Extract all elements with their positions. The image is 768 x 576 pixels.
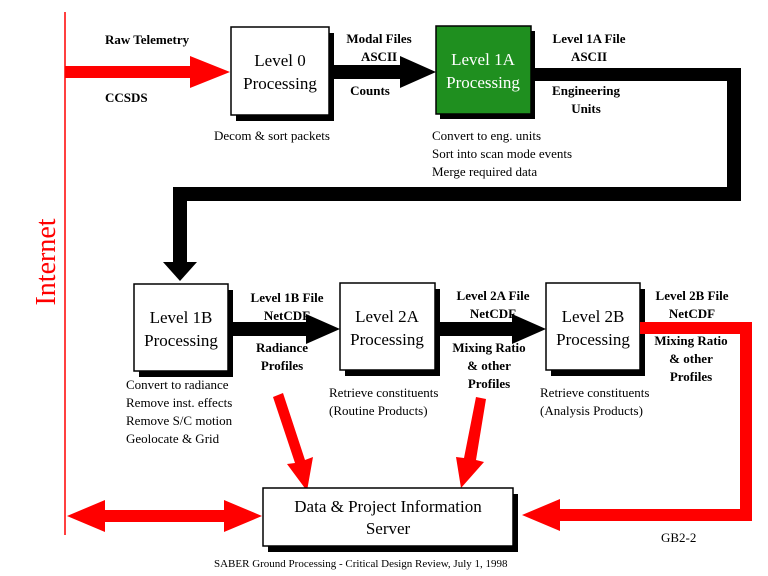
level-1a-note-2: Sort into scan mode events — [432, 146, 572, 161]
level-1a-box: Level 1A Processing — [435, 25, 535, 119]
level-1b-file-label: Level 1B File — [251, 290, 324, 305]
telemetry-input-arrow — [65, 56, 230, 88]
l2b-to-server-arrow — [522, 322, 752, 531]
footer-caption: SABER Ground Processing - Critical Desig… — [214, 558, 508, 570]
level-1a-ascii-label: ASCII — [571, 49, 607, 64]
level-2b-title: Level 2B — [562, 307, 625, 326]
l0-to-l1a-arrow — [334, 56, 436, 88]
level-1b-note-3: Remove S/C motion — [126, 413, 233, 428]
modal-files-label: Modal Files — [346, 31, 411, 46]
l2a-to-server-arrow — [456, 397, 486, 488]
level-2a-note-2: (Routine Products) — [329, 403, 428, 418]
level-2b-note-1: Retrieve constituents — [540, 385, 649, 400]
level-1b-note-1: Convert to radiance — [126, 377, 229, 392]
level-2b-file-label: Level 2B File — [656, 288, 729, 303]
engineering-label: Engineering — [552, 83, 620, 98]
internet-server-double-arrow — [67, 500, 262, 532]
level-2b-note-2: (Analysis Products) — [540, 403, 643, 418]
raw-telemetry-label: Raw Telemetry — [105, 32, 190, 47]
level-0-subtitle: Processing — [243, 74, 317, 93]
level-1b-note-4: Geolocate & Grid — [126, 431, 220, 446]
level-1a-note-3: Merge required data — [432, 164, 537, 179]
modal-ascii-label: ASCII — [361, 49, 397, 64]
units-label: Units — [571, 101, 601, 116]
level-1a-file-label: Level 1A File — [553, 31, 626, 46]
level-2a-note-1: Retrieve constituents — [329, 385, 438, 400]
server-title: Data & Project Information — [294, 497, 482, 516]
level-2b-netcdf-label: NetCDF — [669, 306, 715, 321]
level-2a-mixing-label: Mixing Ratio — [452, 340, 525, 355]
ccsds-label: CCSDS — [105, 90, 148, 105]
level-2a-file-label: Level 2A File — [457, 288, 530, 303]
level-2a-other-label: & other — [467, 358, 511, 373]
level-0-note: Decom & sort packets — [214, 128, 330, 143]
l1b-to-l2a-arrow — [233, 314, 340, 344]
reference-code: GB2-2 — [661, 530, 696, 545]
level-2a-netcdf-label: NetCDF — [470, 306, 516, 321]
level-2a-subtitle: Processing — [350, 330, 424, 349]
level-2b-subtitle: Processing — [556, 330, 630, 349]
level-1a-note-1: Convert to eng. units — [432, 128, 541, 143]
server-box: Data & Project Information Server — [262, 487, 518, 552]
level-2a-box: Level 2A Processing — [339, 282, 440, 376]
level-0-box: Level 0 Processing — [230, 26, 334, 121]
level-2b-mixing-label: Mixing Ratio — [654, 333, 727, 348]
level-1b-note-2: Remove inst. effects — [126, 395, 232, 410]
server-subtitle: Server — [366, 519, 411, 538]
internet-label: Internet — [31, 218, 62, 305]
level-1a-title: Level 1A — [451, 50, 515, 69]
level-0-title: Level 0 — [254, 51, 305, 70]
l1b-to-server-arrow — [273, 393, 313, 491]
level-1a-subtitle: Processing — [446, 73, 520, 92]
counts-label: Counts — [350, 83, 390, 98]
level-1b-subtitle: Processing — [144, 331, 218, 350]
radiance-profiles-label: Profiles — [261, 358, 303, 373]
level-1b-box: Level 1B Processing — [133, 283, 233, 377]
level-2b-box: Level 2B Processing — [545, 282, 645, 376]
level-2b-other-label: & other — [669, 351, 713, 366]
level-1b-title: Level 1B — [150, 308, 213, 327]
level-1b-netcdf-label: NetCDF — [264, 308, 310, 323]
level-2a-profiles-label: Profiles — [468, 376, 510, 391]
level-2a-title: Level 2A — [355, 307, 419, 326]
l2a-to-l2b-arrow — [440, 314, 546, 344]
level-2b-profiles-label: Profiles — [670, 369, 712, 384]
radiance-label: Radiance — [256, 340, 308, 355]
